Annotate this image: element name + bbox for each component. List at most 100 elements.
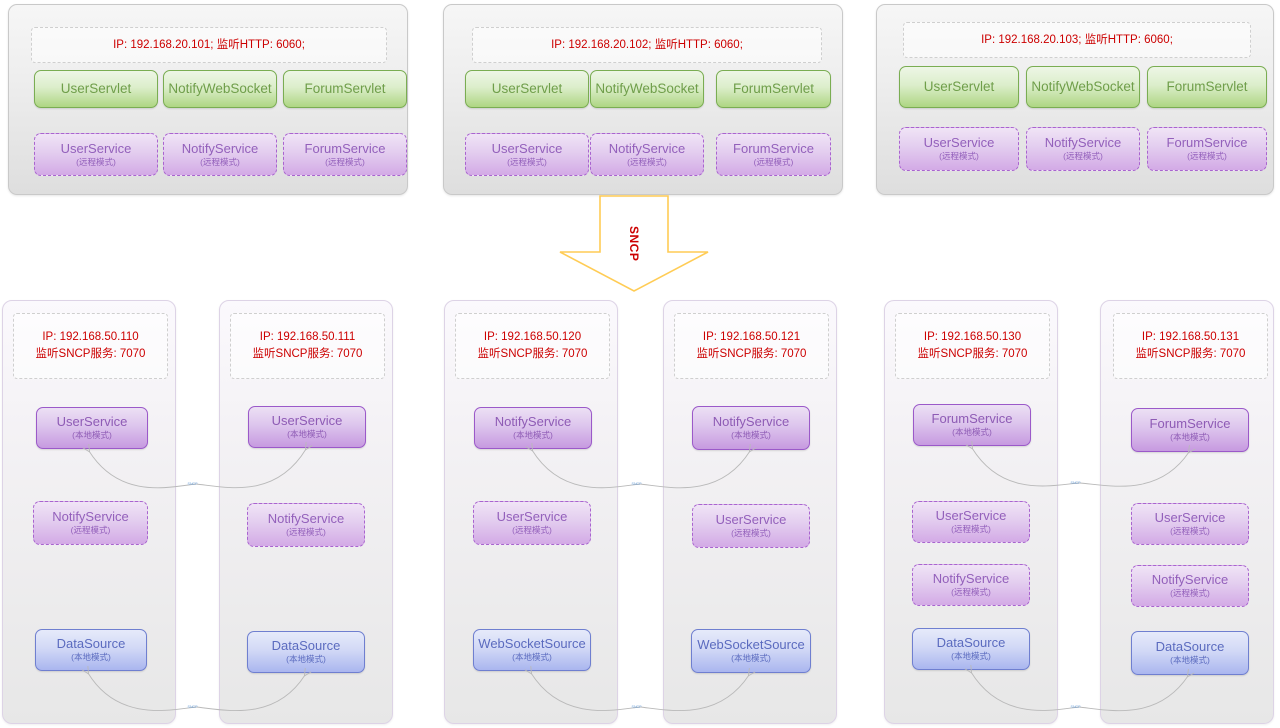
component-name: ForumService: [1149, 416, 1231, 432]
remote-service-box[interactable]: ForumService (远程模式): [1147, 127, 1267, 171]
node-ip-header: IP: 192.168.20.103; 监听HTTP: 6060;: [903, 22, 1251, 58]
node-ip-address: IP: 192.168.50.110: [42, 331, 139, 344]
component-name: WebSocketSource: [697, 637, 805, 653]
node-sncp-port: 监听SNCP服务: 7070: [917, 348, 1028, 360]
service-box[interactable]: ForumService (本地模式): [1131, 408, 1249, 452]
service-node-panel-5[interactable]: IP: 192.168.50.130 监听SNCP服务: 7070 ForumS…: [884, 300, 1058, 724]
service-mode: (远程模式): [1187, 151, 1227, 162]
component-mode: (远程模式): [286, 527, 326, 538]
service-name: ForumService: [1166, 135, 1248, 151]
service-node-panel-4[interactable]: IP: 192.168.50.121 监听SNCP服务: 7070 Notify…: [663, 300, 837, 724]
component-name: NotifyService: [932, 571, 1010, 587]
node-ip-header: IP: 192.168.50.110 监听SNCP服务: 7070: [13, 313, 168, 379]
component-mode: (远程模式): [70, 525, 111, 536]
datasource-box[interactable]: DataSource (本地模式): [1131, 631, 1249, 675]
sncp-link-label: SNCP: [631, 704, 642, 709]
datasource-box[interactable]: WebSocketSource (本地模式): [473, 629, 591, 671]
node-ip-header: IP: 192.168.20.102; 监听HTTP: 6060;: [472, 27, 822, 63]
sncp-link-label: SNCP: [631, 481, 642, 486]
service-mode: (远程模式): [76, 156, 116, 167]
service-box[interactable]: UserService (远程模式): [692, 504, 810, 548]
node-ip-address: IP: 192.168.50.121: [702, 331, 801, 344]
servlet-name: NotifyWebSocket: [595, 80, 699, 96]
sncp-link-label: SNCP: [187, 481, 198, 486]
servlet-name: NotifyWebSocket: [1031, 78, 1135, 94]
service-box[interactable]: NotifyService (本地模式): [692, 406, 810, 450]
node-sncp-port: 监听SNCP服务: 7070: [1135, 348, 1246, 360]
service-mode: (远程模式): [325, 156, 365, 167]
service-box[interactable]: NotifyService (远程模式): [912, 564, 1030, 606]
component-name: UserService: [496, 509, 568, 525]
component-mode: (本地模式): [952, 427, 992, 438]
service-name: ForumService: [733, 140, 814, 156]
component-name: NotifyService: [494, 414, 572, 430]
servlet-name: UserServlet: [491, 80, 563, 96]
datasource-box[interactable]: WebSocketSource (本地模式): [691, 629, 811, 673]
service-mode: (远程模式): [507, 156, 547, 167]
datasource-box[interactable]: DataSource (本地模式): [35, 629, 147, 671]
servlet-box[interactable]: ForumServlet: [283, 70, 407, 108]
service-mode: (远程模式): [753, 156, 794, 167]
service-box[interactable]: NotifyService (远程模式): [1131, 565, 1249, 607]
component-mode: (远程模式): [1170, 526, 1210, 537]
remote-service-box[interactable]: UserService (远程模式): [465, 133, 589, 176]
service-node-panel-1[interactable]: IP: 192.168.50.110 监听SNCP服务: 7070 UserSe…: [2, 300, 176, 724]
component-mode: (本地模式): [287, 429, 327, 440]
service-box[interactable]: UserService (远程模式): [912, 501, 1030, 543]
component-mode: (远程模式): [951, 524, 991, 535]
component-mode: (本地模式): [513, 430, 553, 441]
service-box[interactable]: UserService (远程模式): [473, 501, 591, 545]
component-mode: (本地模式): [71, 652, 111, 663]
service-box[interactable]: UserService (远程模式): [1131, 503, 1249, 545]
service-node-panel-2[interactable]: IP: 192.168.50.111 监听SNCP服务: 7070 UserSe…: [219, 300, 393, 724]
servlet-box[interactable]: NotifyWebSocket: [163, 70, 277, 108]
component-name: DataSource: [936, 635, 1006, 651]
web-node-panel-3[interactable]: IP: 192.168.20.103; 监听HTTP: 6060; UserSe…: [876, 4, 1274, 195]
remote-service-box[interactable]: NotifyService (远程模式): [163, 133, 277, 176]
service-mode: (远程模式): [200, 156, 240, 167]
remote-service-box[interactable]: UserService (远程模式): [34, 133, 158, 176]
service-name: UserService: [923, 135, 995, 151]
component-name: UserService: [715, 512, 787, 528]
service-mode: (远程模式): [1063, 151, 1103, 162]
service-name: NotifyService: [608, 140, 686, 156]
service-box[interactable]: UserService (本地模式): [248, 406, 366, 448]
servlet-box[interactable]: NotifyWebSocket: [590, 70, 704, 108]
component-name: ForumService: [931, 411, 1013, 427]
service-box[interactable]: UserService (本地模式): [36, 407, 148, 449]
datasource-box[interactable]: DataSource (本地模式): [912, 628, 1030, 670]
service-mode: (远程模式): [627, 156, 667, 167]
remote-service-box[interactable]: ForumService (远程模式): [716, 133, 831, 176]
service-box[interactable]: NotifyService (远程模式): [247, 503, 365, 547]
component-name: UserService: [56, 414, 128, 430]
component-name: NotifyService: [1151, 572, 1229, 588]
sncp-link-label: SNCP: [1070, 480, 1081, 485]
datasource-box[interactable]: DataSource (本地模式): [247, 631, 365, 673]
service-node-panel-3[interactable]: IP: 192.168.50.120 监听SNCP服务: 7070 Notify…: [444, 300, 618, 724]
servlet-box[interactable]: ForumServlet: [716, 70, 831, 108]
servlet-name: ForumServlet: [732, 80, 815, 96]
component-mode: (本地模式): [1170, 655, 1210, 666]
node-ip-header: IP: 192.168.50.111 监听SNCP服务: 7070: [230, 313, 385, 379]
service-box[interactable]: ForumService (本地模式): [913, 404, 1031, 446]
web-node-panel-1[interactable]: IP: 192.168.20.101; 监听HTTP: 6060; UserSe…: [8, 4, 408, 195]
servlet-box[interactable]: UserServlet: [34, 70, 158, 108]
remote-service-box[interactable]: ForumService (远程模式): [283, 133, 407, 176]
servlet-box[interactable]: UserServlet: [465, 70, 589, 108]
servlet-box[interactable]: NotifyWebSocket: [1026, 66, 1140, 108]
remote-service-box[interactable]: UserService (远程模式): [899, 127, 1019, 171]
service-node-panel-6[interactable]: IP: 192.168.50.131 监听SNCP服务: 7070 ForumS…: [1100, 300, 1274, 724]
service-box[interactable]: NotifyService (本地模式): [474, 407, 592, 449]
service-box[interactable]: NotifyService (远程模式): [33, 501, 148, 545]
servlet-box[interactable]: UserServlet: [899, 66, 1019, 108]
servlet-name: ForumServlet: [1166, 78, 1248, 94]
web-node-panel-2[interactable]: IP: 192.168.20.102; 监听HTTP: 6060; UserSe…: [443, 4, 843, 195]
component-mode: (本地模式): [951, 651, 991, 662]
component-name: UserService: [1154, 510, 1226, 526]
servlet-box[interactable]: ForumServlet: [1147, 66, 1267, 108]
node-sncp-port: 监听SNCP服务: 7070: [477, 348, 588, 360]
component-mode: (本地模式): [72, 430, 112, 441]
remote-service-box[interactable]: NotifyService (远程模式): [1026, 127, 1140, 171]
node-ip-address: IP: 192.168.50.131: [1141, 331, 1240, 344]
remote-service-box[interactable]: NotifyService (远程模式): [590, 133, 704, 176]
